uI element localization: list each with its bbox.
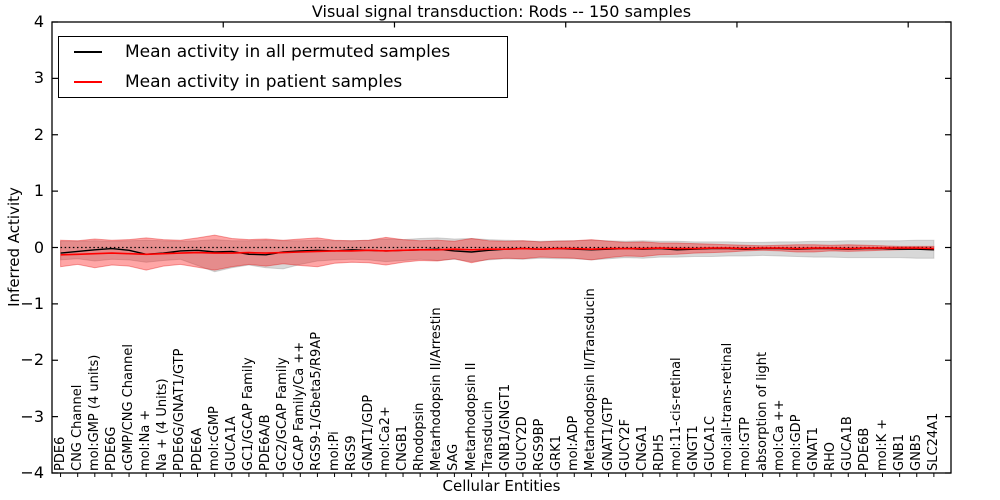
x-category-label: GRK1 <box>549 435 565 471</box>
x-category-label: cGMP/CNG Channel <box>121 343 137 471</box>
x-category-label: GNB1/GNGT1 <box>497 384 513 471</box>
x-category-label: GNB1 <box>891 434 907 471</box>
x-category-label: RDH5 <box>651 433 667 471</box>
x-category-label: SLC24A1 <box>925 412 941 471</box>
x-category-label: mol:cGMP <box>206 406 222 471</box>
legend-label-permuted: Mean activity in all permuted samples <box>125 42 451 63</box>
x-category-label: PDE6 <box>52 436 68 471</box>
legend-line-red <box>74 80 102 83</box>
x-category-label: RHO <box>823 441 839 471</box>
y-tick-label: 3 <box>33 68 44 88</box>
legend-label-patient: Mean activity in patient samples <box>125 71 403 92</box>
y-tick-label: −3 <box>20 406 44 426</box>
x-category-label: mol:GMP (4 units) <box>86 354 102 471</box>
x-category-label: GNAT1 <box>806 427 821 471</box>
legend-item-permuted: Mean activity in all permuted samples <box>59 38 507 66</box>
legend-line-black <box>74 51 102 54</box>
x-category-label: GNAT1/GDP <box>360 394 376 471</box>
y-tick-label: 1 <box>33 181 44 201</box>
x-category-label: mol:Na + <box>138 409 154 471</box>
y-tick-label: 2 <box>33 124 44 144</box>
x-category-label: GNGT1 <box>686 425 702 471</box>
y-tick-label: −4 <box>20 463 44 482</box>
permuted-std-band <box>60 237 935 273</box>
legend: Mean activity in all permuted samples Me… <box>58 36 508 98</box>
x-category-label: Metarhodopsin II/Arrestin <box>429 307 445 471</box>
x-category-label: PDE6A/B <box>258 414 274 471</box>
x-category-label: absorption of light <box>754 351 770 471</box>
chart-title: Visual signal transduction: Rods -- 150 … <box>311 2 692 21</box>
x-category-label: mol:ADP <box>566 415 582 471</box>
x-category-label: Na + (4 Units) <box>155 378 171 471</box>
y-tick-label: −1 <box>20 293 44 313</box>
x-category-label: CNG Channel <box>69 384 85 471</box>
x-category-label: Metarhodopsin II/Transducin <box>583 288 599 471</box>
y-tick-label: −2 <box>20 350 44 370</box>
x-category-label: mol:GTP <box>737 417 753 471</box>
x-category-label: GCAP Family/Ca ++ <box>292 341 308 471</box>
x-axis-label: Cellular Entities <box>442 477 561 495</box>
x-category-label: GUCA1C <box>703 416 719 471</box>
x-category-label: GC1/GCAP Family <box>240 357 256 471</box>
y-tick-label: 4 <box>33 12 44 31</box>
x-category-label: mol:all-trans-retinal <box>720 342 736 471</box>
x-category-label: mol:K + <box>874 418 890 471</box>
patient-mean-line <box>60 247 934 256</box>
x-category-label: PDE6G <box>103 426 119 471</box>
legend-item-patient: Mean activity in patient samples <box>59 68 507 96</box>
x-category-label: mol:Ca ++ <box>771 399 787 471</box>
x-category-label: GC2/GCAP Family <box>275 357 291 471</box>
x-category-label: RGS9BP <box>532 418 548 471</box>
x-category-label: PDE6A <box>189 427 205 471</box>
x-category-label: mol:GDP <box>788 414 804 471</box>
x-category-label: mol:11-cis-retinal <box>669 357 685 471</box>
x-category-label: Metarhodopsin II <box>463 362 479 471</box>
x-category-label: GUCY2D <box>514 416 530 471</box>
x-category-label: mol:Ca2+ <box>377 406 393 471</box>
x-category-label: PDE6B <box>857 427 873 471</box>
x-category-label: GNAT1/GTP <box>600 397 616 471</box>
x-category-label: GUCA1A <box>223 416 239 471</box>
x-category-label: Rhodopsin <box>412 402 428 471</box>
x-category-label: Transducin <box>480 401 496 471</box>
x-category-label: CNGA1 <box>634 424 650 471</box>
x-category-label: PDE6G/GNAT1/GTP <box>172 348 188 471</box>
x-category-label: RGS9-1/Gbeta5/R9AP <box>309 331 325 471</box>
x-category-label: SAG <box>446 443 462 471</box>
x-category-label: GNB5 <box>908 434 924 471</box>
x-category-label: GUCA1B <box>840 416 856 471</box>
x-category-label: GUCY2F <box>617 418 633 471</box>
x-category-label: RGS9 <box>343 435 359 471</box>
y-tick-label: 0 <box>33 237 44 257</box>
x-category-label: CNGB1 <box>395 424 411 471</box>
x-category-label: mol:Pi <box>326 431 342 471</box>
